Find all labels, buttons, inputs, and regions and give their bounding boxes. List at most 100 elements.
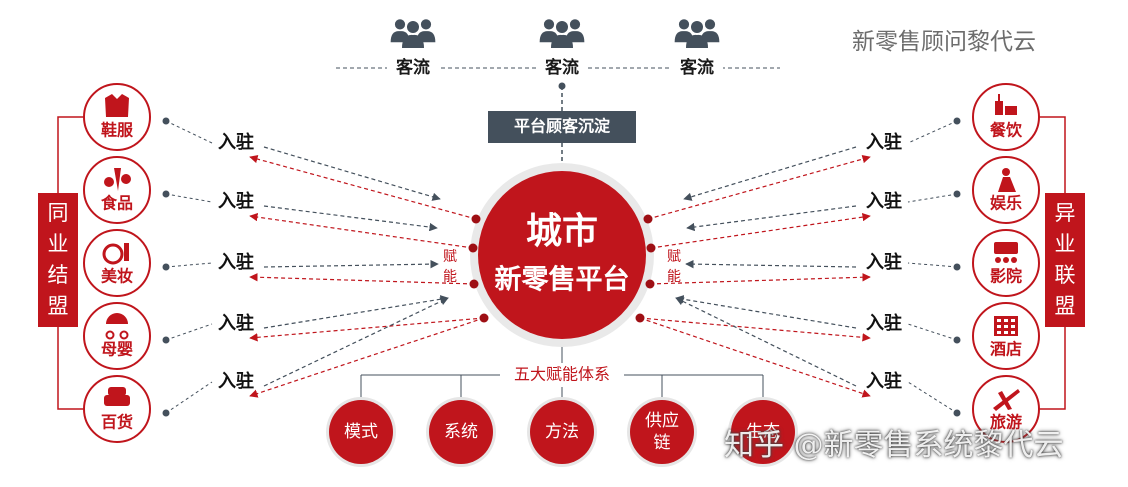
connector-dotted [907,323,958,341]
inbound-arrow [263,295,449,329]
group-title-char: 业 [1055,232,1076,256]
center-attach-dot [479,313,489,323]
join-label: 入驻 [866,190,902,212]
outbound-arrow [650,212,871,249]
system-circle [429,400,493,464]
empower-label-right: 赋 [667,249,681,265]
category-node: 鞋服 [83,83,151,151]
group-title-char: 结 [48,263,69,287]
watermark-top: 新零售顾问黎代云 [852,29,1036,55]
category-circle [972,83,1040,151]
join-label: 入驻 [218,370,254,392]
connector-dotted [165,323,213,341]
center-attach-dot [468,243,478,253]
connector-dotted [165,381,213,414]
system-circle [630,400,694,464]
connector-dot [162,190,170,198]
center-attach-dot [469,279,479,289]
center-title: 城市 [526,211,598,252]
category-label: 旅游 [990,413,1022,432]
system-item-label: 模式 [344,422,378,442]
join-label: 入驻 [218,251,254,273]
group-title-char: 盟 [1055,294,1076,318]
category-label: 娱乐 [990,194,1022,213]
traffic-label-bg [671,57,723,79]
sofa-icon [104,387,130,406]
connector-dotted [907,193,958,203]
inbound-arrow [685,259,857,269]
join-label: 入驻 [866,251,902,273]
system-item-label: 方法 [545,422,579,442]
cosmetics-icon [102,243,129,265]
category-label: 母婴 [101,340,133,359]
category-node: 餐饮 [972,83,1040,151]
connector-dot [953,117,961,125]
system-item-label: 生态 [746,422,780,442]
category-node: 影院 [972,229,1040,297]
inbound-arrow [263,297,449,387]
dining-icon [995,94,1017,115]
group-title-bar [38,193,78,327]
outbound-arrow [639,317,871,342]
inbound-arrow [686,205,857,232]
inbound-arrow [683,146,857,201]
connector-dot [953,409,961,417]
category-label: 美妆 [101,267,133,286]
connector-dotted [165,193,213,203]
outbound-arrow [249,154,477,220]
connector-dot [162,263,170,271]
connector-dotted [907,381,958,414]
category-circle [83,156,151,224]
diagram-nodes: 客流客流客流平台顾客沉淀城市新零售平台赋能赋能同业结盟鞋服入驻食品入驻美妆入驻母… [38,19,1085,467]
traffic-node-dot [558,82,566,90]
traffic-group: 客流 [536,19,588,79]
system-circle [329,400,393,464]
connector-dot [162,336,170,344]
connector-dot [162,117,170,125]
group-title-bar [1045,193,1085,327]
inbound-arrow [263,205,438,232]
traffic-label-bg [536,57,588,79]
system-circle [530,400,594,464]
airplane-icon [993,389,1020,411]
outbound-arrow [249,317,485,398]
category-node: 母婴 [83,302,151,370]
inbound-arrow [675,295,857,329]
watermark-bottom: 知乎 @新零售系统黎代云 [724,428,1064,463]
category-label: 食品 [100,194,133,213]
outbound-arrow [649,273,871,285]
center-attach-dot [643,214,653,224]
system-title-bg [500,363,624,387]
empower-label-left: 赋 [443,249,457,265]
system-item-label: 系统 [444,422,478,442]
join-label: 入驻 [218,190,254,212]
traffic-label: 客流 [395,57,430,78]
traffic-label: 客流 [679,57,714,78]
empower-label-left: 能 [443,269,457,285]
category-label: 酒店 [990,340,1022,359]
category-label: 鞋服 [101,121,134,140]
group-title-char: 异 [1055,201,1076,225]
category-circle [83,302,151,370]
empower-label-right: 能 [667,269,681,285]
group-title-char: 业 [48,232,69,256]
category-node: 娱乐 [972,156,1040,224]
system-item-label: 链 [654,433,671,453]
platform-label: 平台顾客沉淀 [514,117,611,136]
group-title-char: 同 [48,201,69,225]
food-icon [104,168,131,191]
center-attach-dot [646,243,656,253]
join-label: 入驻 [866,312,902,334]
category-node: 旅游 [972,375,1040,443]
clothing-icon [105,94,129,117]
category-label: 影院 [990,267,1022,286]
connector-dot [953,263,961,271]
system-circle [731,400,795,464]
connector-dotted [907,120,958,144]
join-label: 入驻 [866,131,902,153]
center-attach-dot [471,214,481,224]
center-attach-dot [635,313,645,323]
people-group-icon [674,19,720,48]
connector-dotted [907,262,958,268]
